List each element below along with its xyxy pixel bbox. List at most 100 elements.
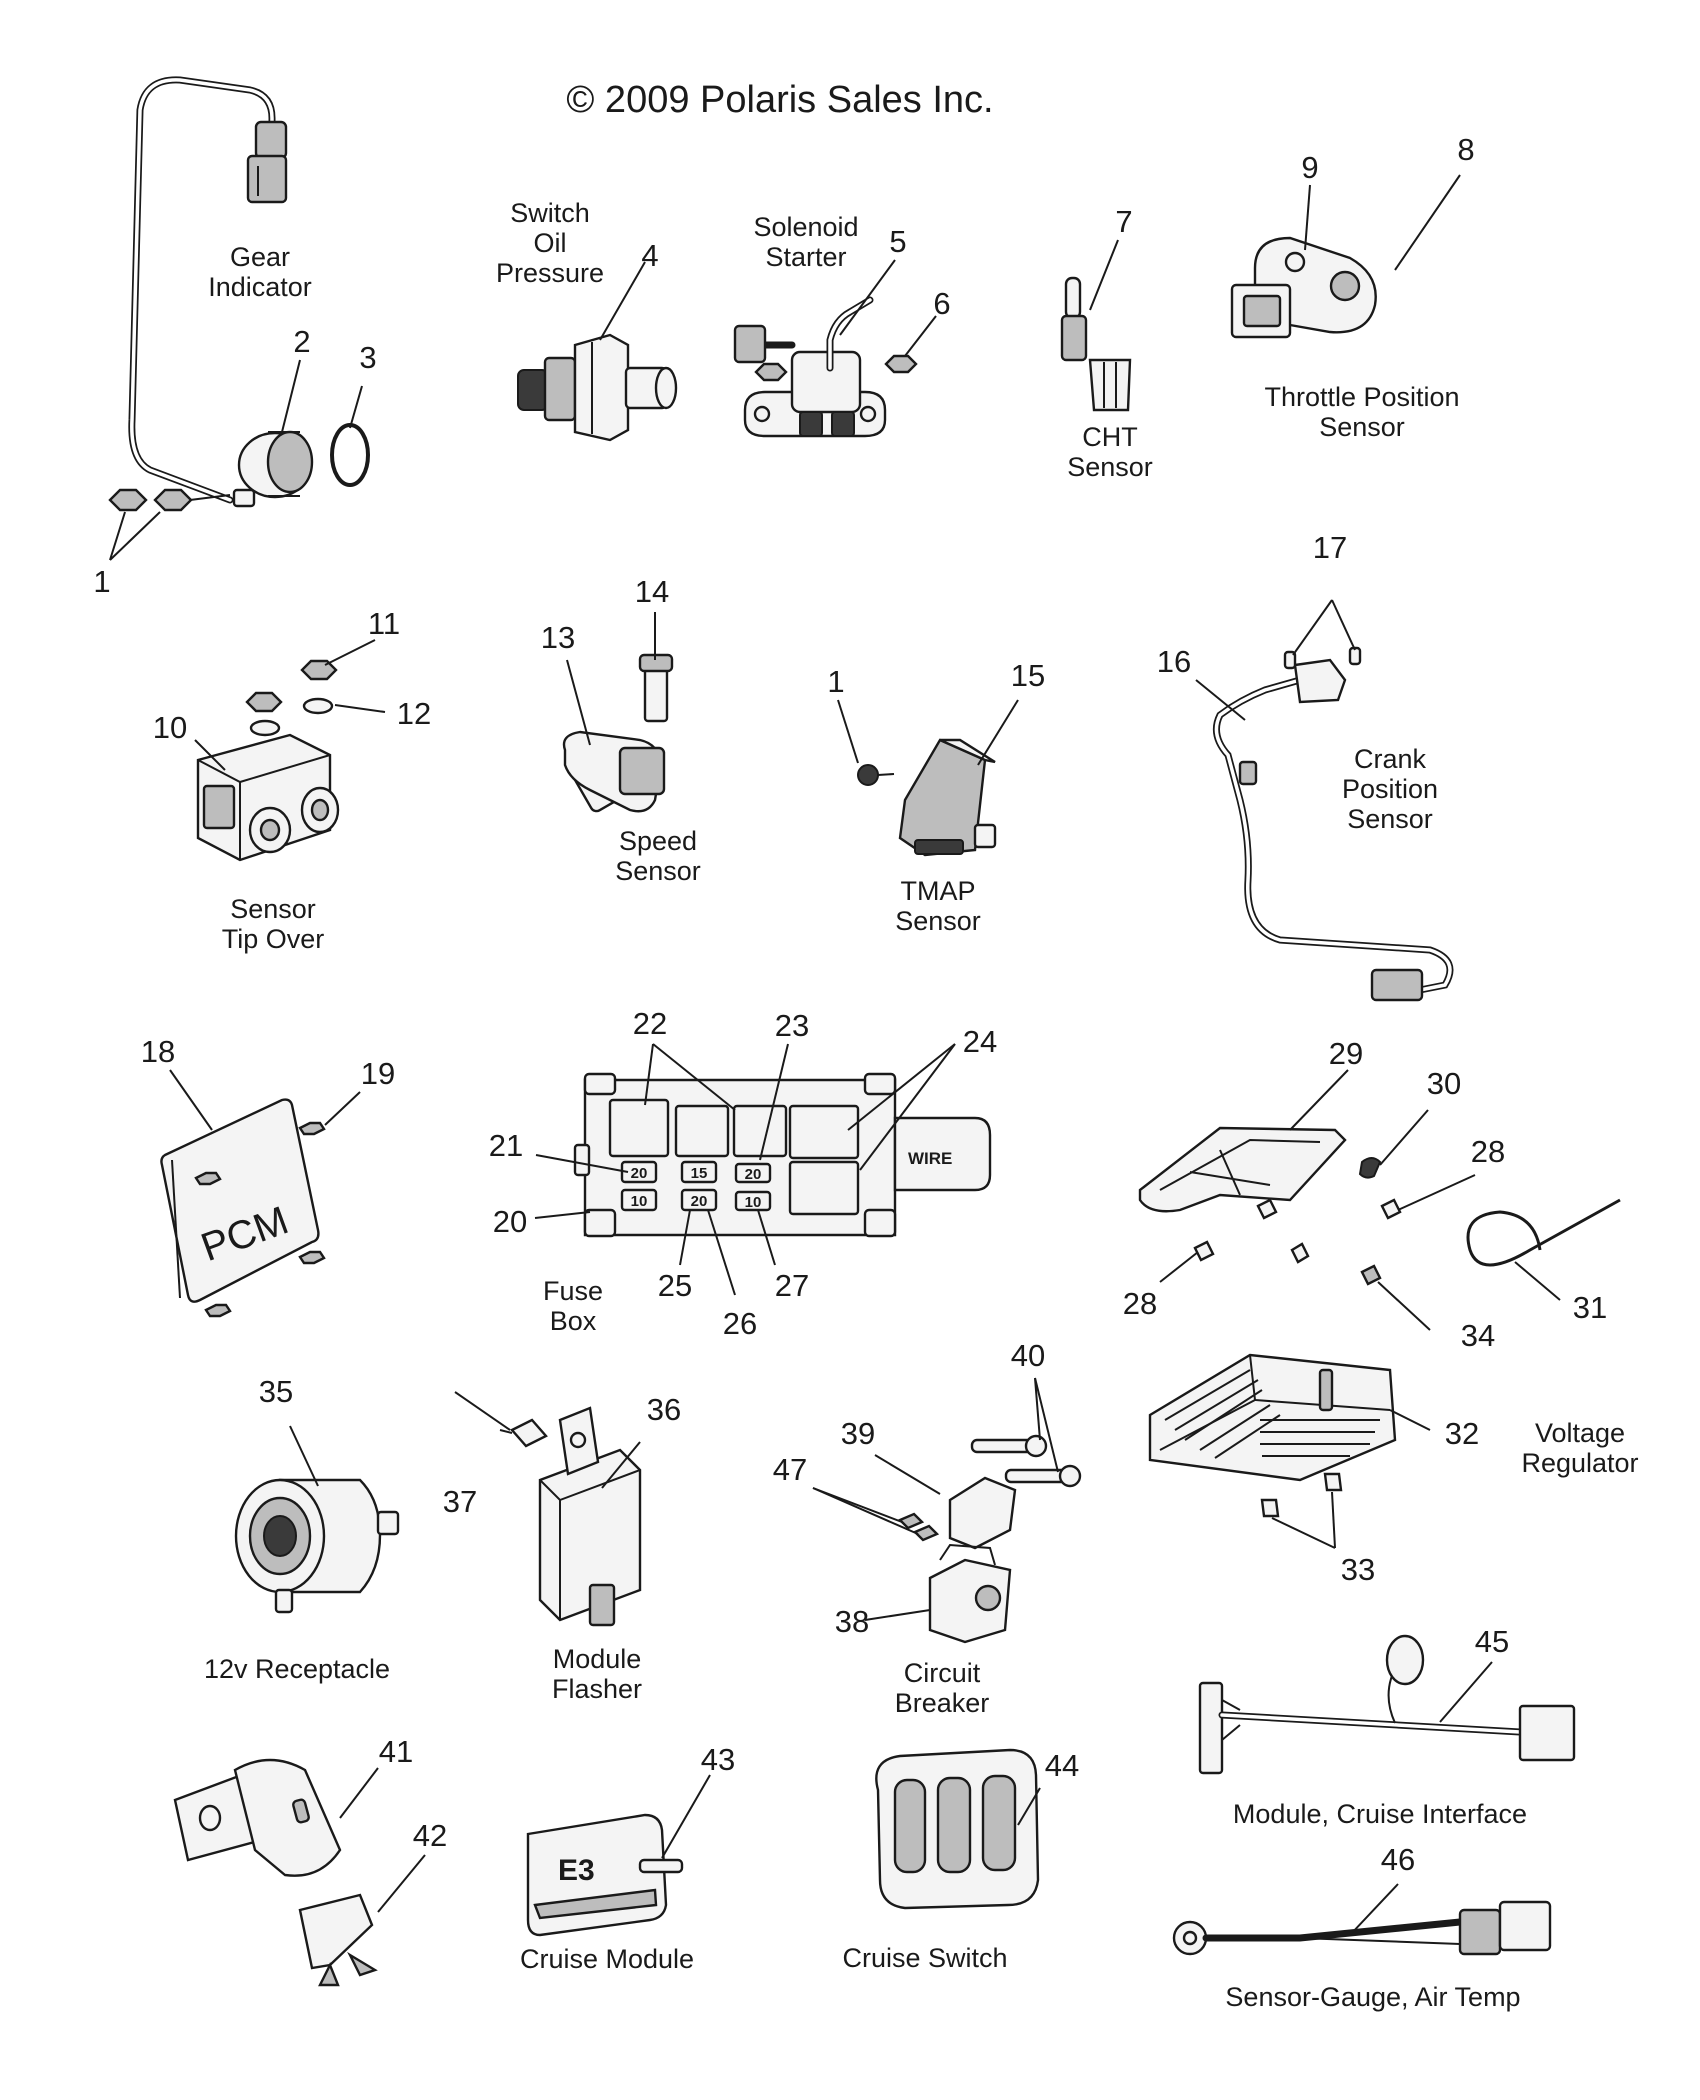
label-line: Circuit [904, 1658, 981, 1688]
cruise-switch-drawing [875, 1748, 1040, 1910]
label-line: 12v Receptacle [204, 1654, 390, 1684]
callout-23: 23 [775, 1008, 809, 1043]
sensor-gauge-air-temp-label: Sensor-Gauge, Air Temp [1225, 1982, 1520, 2012]
label-line: Pressure [496, 258, 604, 288]
label-line: Solenoid [753, 212, 858, 242]
label-line: CHT [1082, 422, 1138, 452]
fuse-value: 10 [631, 1193, 648, 1210]
callout-12: 12 [397, 696, 431, 731]
callout-9: 9 [1301, 150, 1318, 185]
12v-receptacle-drawing [234, 1478, 400, 1614]
fuse-box-drawing: WIRE 20 15 20 10 20 10 [573, 1072, 992, 1238]
label-line: Starter [765, 242, 846, 272]
callout-19: 19 [361, 1056, 395, 1091]
cruise-switch-label: Cruise Switch [842, 1943, 1007, 1973]
switch-oil-pressure-drawing [517, 333, 678, 442]
callout-36: 36 [647, 1392, 681, 1427]
cht-sensor-drawing [1060, 276, 1132, 412]
circuit-breaker-drawing [897, 1434, 1082, 1644]
callout-27: 27 [775, 1268, 809, 1303]
callout-20: 20 [493, 1204, 527, 1239]
label-line: Oil [534, 228, 567, 258]
fuse-value: 10 [745, 1194, 762, 1211]
sensor-tip-over-drawing [196, 659, 340, 862]
callout-42: 42 [413, 1818, 447, 1853]
fuse-value: 15 [691, 1165, 708, 1182]
callout-14: 14 [635, 574, 669, 609]
callout-43: 43 [701, 1742, 735, 1777]
callout-34: 34 [1461, 1318, 1495, 1353]
callout-2: 2 [293, 324, 310, 359]
label-line: Cruise Switch [842, 1943, 1007, 1973]
callout-25: 25 [658, 1268, 692, 1303]
bracket-fasteners-drawing [1138, 1126, 1621, 1286]
callout-13: 13 [541, 620, 575, 655]
label-line: Sensor [895, 906, 981, 936]
label-line: Sensor [615, 856, 701, 886]
label-line: Gear [230, 242, 290, 272]
label-line: Box [550, 1306, 597, 1336]
label-line: Flasher [552, 1674, 642, 1704]
callout-16: 16 [1157, 644, 1191, 679]
callout-45: 45 [1475, 1624, 1509, 1659]
callout-8: 8 [1457, 132, 1474, 167]
callout-1b: 1 [827, 664, 844, 699]
callout-44: 44 [1045, 1748, 1079, 1783]
label-line: Sensor [230, 894, 316, 924]
callout-33: 33 [1341, 1552, 1375, 1587]
gear-indicator-drawing [108, 76, 370, 512]
label-line: Sensor [1067, 452, 1153, 482]
callout-28: 28 [1471, 1134, 1505, 1169]
label-line: Regulator [1521, 1448, 1638, 1478]
callout-6: 6 [933, 286, 950, 321]
label-line: Fuse [543, 1276, 603, 1306]
callout-29: 29 [1329, 1036, 1363, 1071]
voltage-regulator-drawing [1148, 1353, 1397, 1518]
cruise-interface-drawing [1198, 1634, 1576, 1775]
air-temp-sensor-drawing [1172, 1900, 1552, 1956]
fuse-value: 20 [691, 1193, 708, 1210]
callout-11: 11 [368, 606, 400, 641]
fuse-box-wire-label: WIRE [908, 1149, 952, 1168]
label-line: Switch [510, 198, 590, 228]
12v-receptacle-label: 12v Receptacle [204, 1654, 390, 1684]
label-line: Breaker [895, 1688, 990, 1718]
callout-30: 30 [1427, 1066, 1461, 1101]
callout-38: 38 [835, 1604, 869, 1639]
callout-10: 10 [153, 710, 187, 745]
leader-lines [109, 174, 1561, 1936]
copyright-text: © 2009 Polaris Sales Inc. [566, 79, 993, 121]
callout-18: 18 [141, 1034, 175, 1069]
label-line: Indicator [208, 272, 312, 302]
callout-22: 22 [633, 1006, 667, 1041]
callout-37: 37 [443, 1484, 477, 1519]
label-line: Module, Cruise Interface [1233, 1799, 1527, 1829]
callouts: 1 2 3 4 5 6 7 8 9 1 10 11 12 13 14 15 16… [93, 132, 1607, 1877]
tmap-sensor-drawing [857, 738, 997, 857]
label-line: TMAP [900, 876, 975, 906]
callout-4: 4 [641, 238, 658, 273]
callout-21: 21 [489, 1128, 523, 1163]
callout-24: 24 [963, 1024, 997, 1059]
label-line: Crank [1354, 744, 1427, 774]
label-line: Cruise Module [520, 1944, 694, 1974]
speed-sensor-drawing [562, 653, 674, 813]
callout-31: 31 [1573, 1290, 1607, 1325]
callout-17: 17 [1313, 530, 1347, 565]
fuse-value: 20 [745, 1166, 762, 1183]
callout-26: 26 [723, 1306, 757, 1341]
label-line: Sensor [1319, 412, 1405, 442]
cruise-module-label: Cruise Module [520, 1944, 694, 1974]
